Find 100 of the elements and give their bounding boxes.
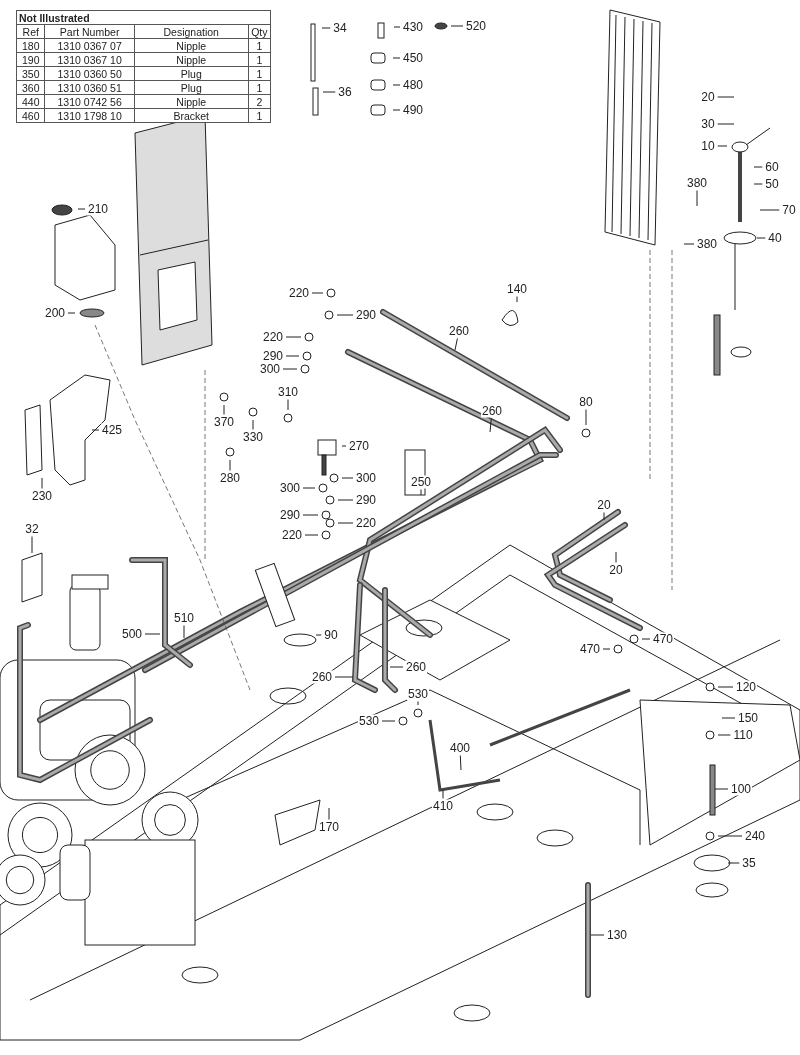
leader-line (641, 638, 651, 640)
table-cell: 1310 1798 10 (44, 108, 135, 123)
callout-number: 210 (87, 202, 109, 216)
leader-line (516, 296, 518, 303)
callout-number: 90 (323, 628, 339, 642)
leader-line (334, 676, 354, 678)
callout-number: 530 (407, 687, 429, 701)
leader-line (337, 522, 354, 524)
leader-line (341, 445, 347, 447)
leader-line (91, 429, 100, 431)
column-header: Qty (248, 24, 271, 39)
callout-number: 290 (355, 308, 377, 322)
callout-number: 490 (402, 103, 424, 117)
leader-line (315, 634, 322, 636)
leader-line (721, 717, 736, 719)
leader-line (753, 166, 763, 168)
callout-number: 20 (608, 563, 624, 577)
callout-number: 260 (405, 660, 427, 674)
leader-line (459, 755, 462, 771)
table-cell: 1310 0360 50 (44, 66, 135, 81)
leader-line (337, 499, 354, 501)
leader-line (282, 368, 298, 370)
leader-line (328, 807, 330, 820)
callout-number: 130 (606, 928, 628, 942)
callout-number: 110 (732, 728, 754, 742)
table-title: Not Illustrated (16, 10, 271, 25)
leader-line (450, 25, 464, 27)
callout-number: 290 (279, 508, 301, 522)
leader-line (753, 183, 763, 185)
leader-line (285, 355, 300, 357)
callout-number: 220 (281, 528, 303, 542)
callout-number: 520 (465, 19, 487, 33)
callout-number: 200 (44, 306, 66, 320)
table-cell: Nipple (134, 38, 249, 53)
callout-number: 220 (355, 516, 377, 530)
leader-line (696, 190, 698, 207)
callout-number: 500 (121, 627, 143, 641)
table-cell: Plug (134, 66, 249, 81)
leader-line (77, 208, 86, 210)
table-cell: 1310 0360 51 (44, 80, 135, 95)
callout-number: 270 (348, 439, 370, 453)
leader-line (393, 26, 401, 28)
leader-line (714, 788, 729, 790)
leader-line (67, 312, 76, 314)
leader-line (389, 666, 404, 668)
leader-line (322, 91, 336, 93)
table-cell: 1 (248, 108, 271, 123)
table-cell: 1 (248, 52, 271, 67)
callout-number: 32 (24, 522, 40, 536)
callout-number: 10 (700, 139, 716, 153)
callout-number: 470 (652, 632, 674, 646)
callout-number: 70 (781, 203, 797, 217)
leader-line (442, 789, 444, 799)
callout-number: 300 (279, 481, 301, 495)
callout-number: 220 (288, 286, 310, 300)
callout-number: 330 (242, 430, 264, 444)
table-cell: Bracket (134, 108, 249, 123)
callout-number: 20 (596, 498, 612, 512)
callout-number: 430 (402, 20, 424, 34)
callout-number: 300 (355, 471, 377, 485)
callout-number: 380 (686, 176, 708, 190)
leader-line (717, 123, 735, 125)
leader-line (717, 145, 728, 147)
leader-line (311, 292, 324, 294)
callout-number: 380 (696, 237, 718, 251)
leader-line (590, 934, 605, 936)
callout-number: 34 (332, 21, 348, 35)
callout-number: 80 (578, 395, 594, 409)
leader-line (454, 338, 458, 351)
callout-number: 260 (311, 670, 333, 684)
leader-line (223, 404, 225, 415)
callout-number: 20 (700, 90, 716, 104)
leader-line (183, 625, 185, 639)
leader-line (417, 701, 419, 706)
callout-number: 35 (741, 856, 757, 870)
leader-line (31, 536, 33, 554)
leader-line (717, 96, 735, 98)
table-cell: 190 (16, 52, 45, 67)
column-header: Designation (134, 24, 249, 39)
table-cell: 1310 0367 10 (44, 52, 135, 67)
callout-number: 36 (337, 85, 353, 99)
table-cell: 360 (16, 80, 45, 95)
callout-number: 280 (219, 471, 241, 485)
leader-line (420, 489, 422, 496)
callout-number: 400 (449, 741, 471, 755)
leader-line (392, 57, 401, 59)
leader-line (585, 409, 587, 426)
leader-line (304, 534, 319, 536)
callout-number: 370 (213, 415, 235, 429)
callout-number: 510 (173, 611, 195, 625)
leader-line (727, 862, 740, 864)
leader-line (229, 459, 231, 471)
leader-line (717, 686, 734, 688)
leader-line (341, 477, 354, 479)
leader-line (392, 109, 401, 111)
table-cell: 1 (248, 66, 271, 81)
leader-line (683, 243, 695, 245)
callout-number: 470 (579, 642, 601, 656)
leader-line (381, 720, 396, 722)
callout-number: 290 (355, 493, 377, 507)
